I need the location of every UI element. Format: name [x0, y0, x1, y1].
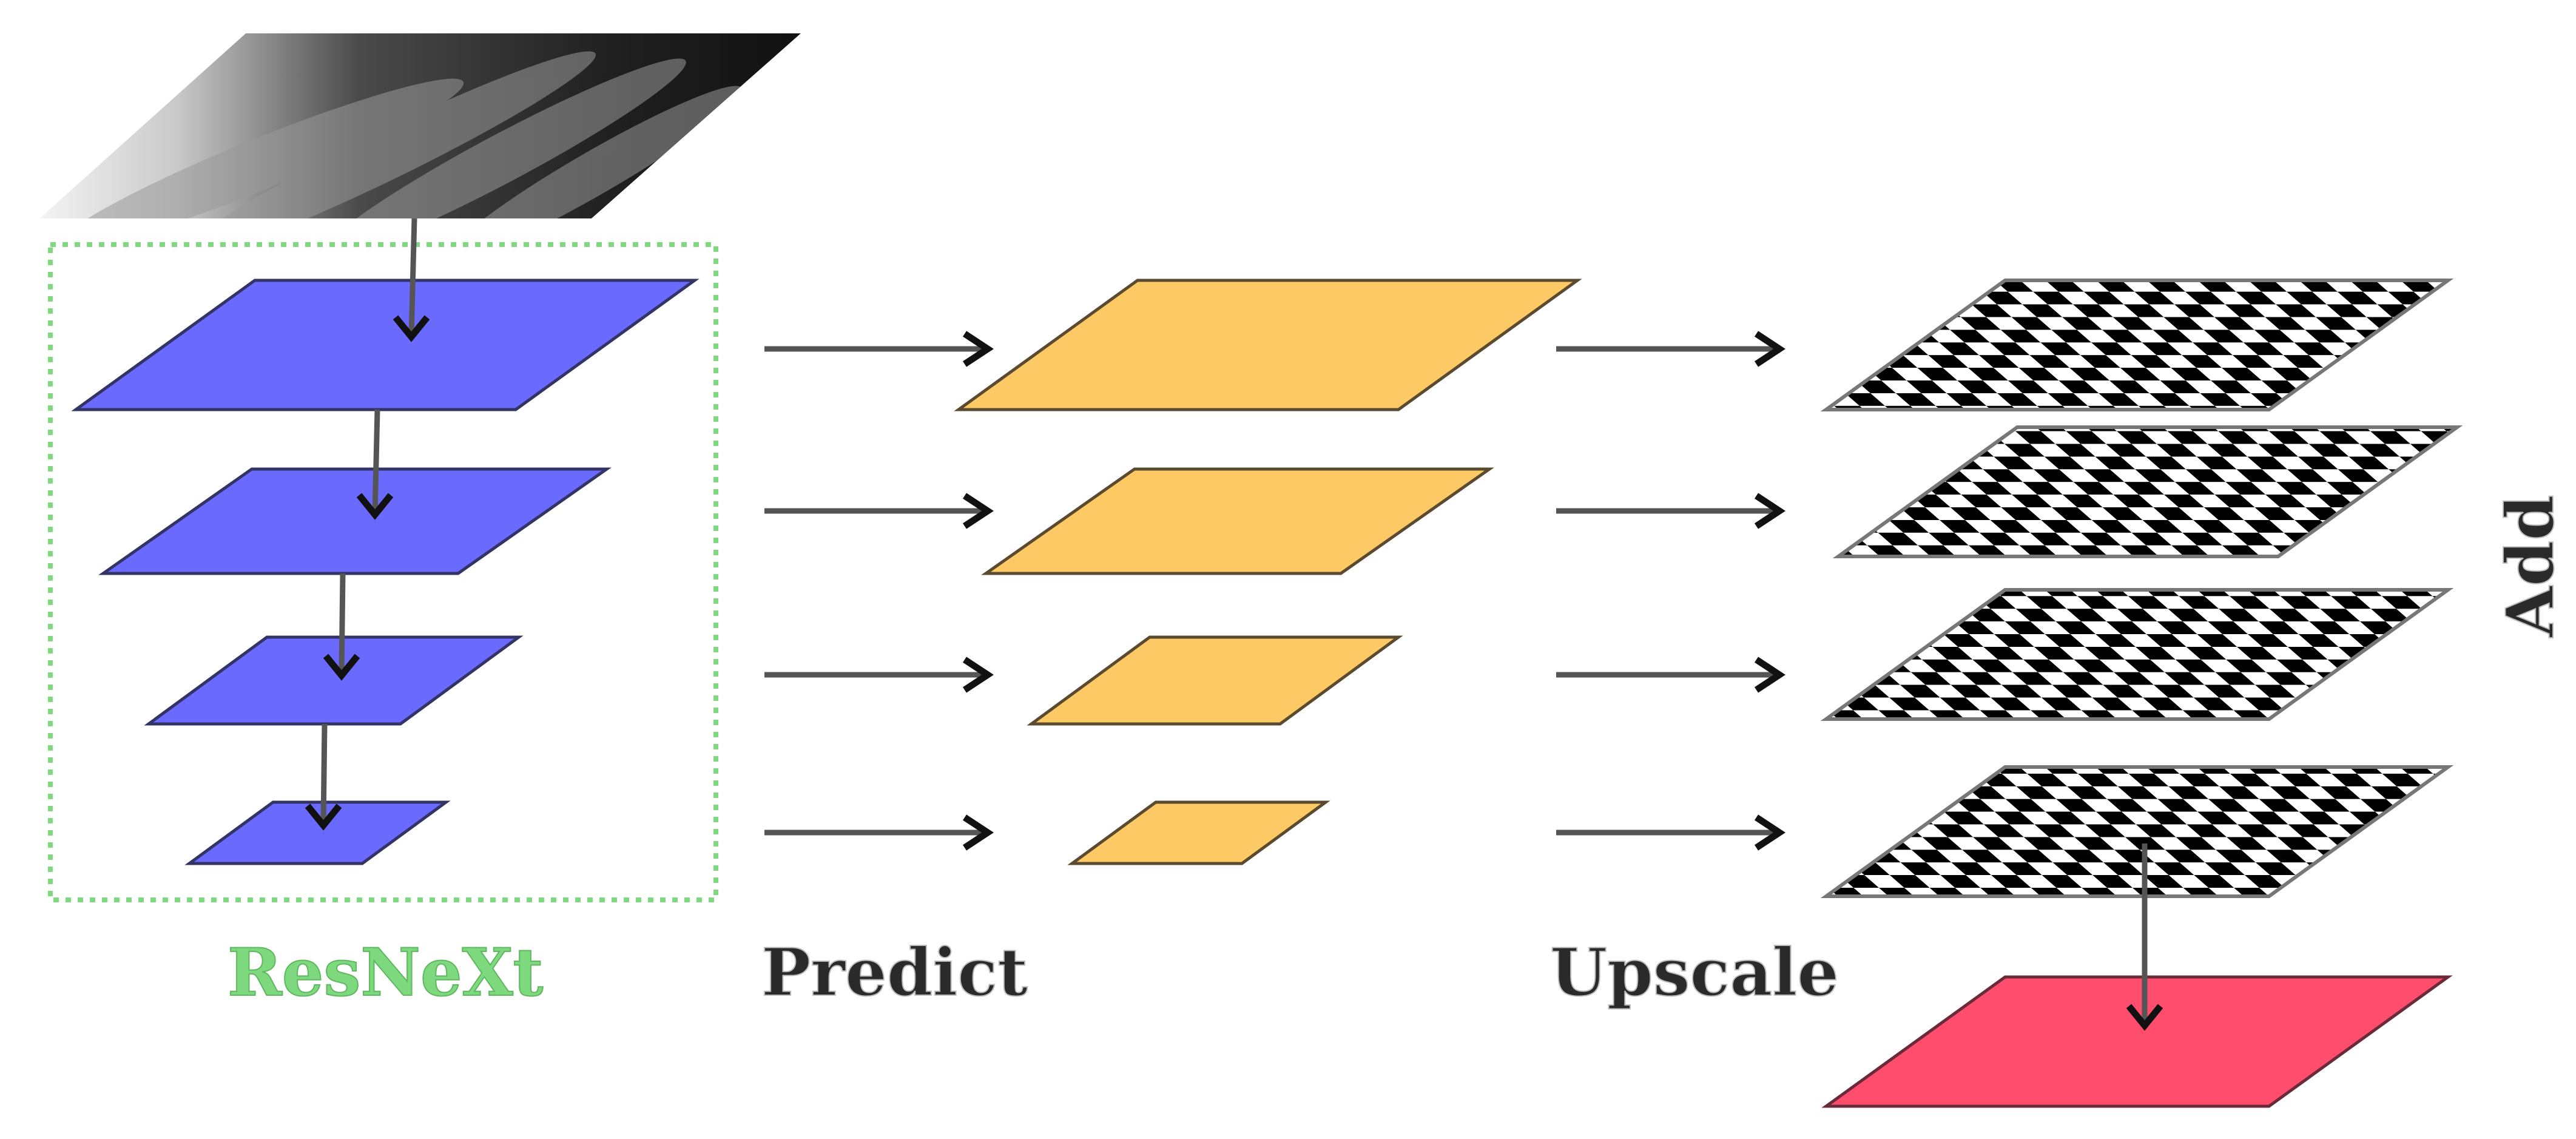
upscaled-layer-4 — [1820, 765, 2454, 898]
prediction-layer-3 — [1027, 635, 1403, 726]
right-arrow-icon — [764, 657, 994, 693]
backbone-layer-3 — [144, 635, 524, 726]
down-arrow-icon — [323, 573, 360, 681]
upscaled-layers — [1820, 279, 2463, 898]
upscaled-layer-2 — [1832, 425, 2463, 558]
down-arrows — [305, 218, 2163, 1031]
prediction-layers — [954, 279, 1582, 865]
prediction-layer-4 — [1067, 800, 1330, 865]
input-image — [39, 33, 801, 218]
down-arrow-icon — [356, 409, 394, 520]
backbone-layer-2 — [98, 467, 612, 575]
down-arrow-icon — [393, 218, 430, 342]
right-arrow-icon — [764, 493, 994, 529]
backbone-layer-1 — [71, 279, 700, 411]
prediction-layer-2 — [981, 467, 1494, 575]
backbone-label: ResNeXt — [228, 935, 543, 1011]
backbone-dotted-box — [48, 242, 718, 902]
right-arrow-icon — [1556, 814, 1786, 851]
prediction-layer-1 — [954, 279, 1582, 411]
down-arrow-icon — [305, 723, 342, 831]
right-arrow-icon — [764, 331, 994, 367]
upscaled-layer-3 — [1820, 588, 2454, 721]
output-layer — [1821, 975, 2453, 1108]
flow-arrows — [764, 331, 1786, 851]
backbone-layer-4 — [184, 800, 451, 865]
predict-label: Predict — [761, 935, 1028, 1011]
right-arrow-icon — [1556, 331, 1786, 367]
upscale-label: Upscale — [1550, 935, 1839, 1011]
add-label: Add — [2492, 495, 2569, 638]
backbone-layers — [71, 279, 700, 865]
right-arrow-icon — [1556, 493, 1786, 529]
upscaled-layer-1 — [1820, 279, 2454, 411]
down-arrow-icon — [2126, 843, 2163, 1031]
right-arrow-icon — [764, 814, 994, 851]
right-arrow-icon — [1556, 657, 1786, 693]
